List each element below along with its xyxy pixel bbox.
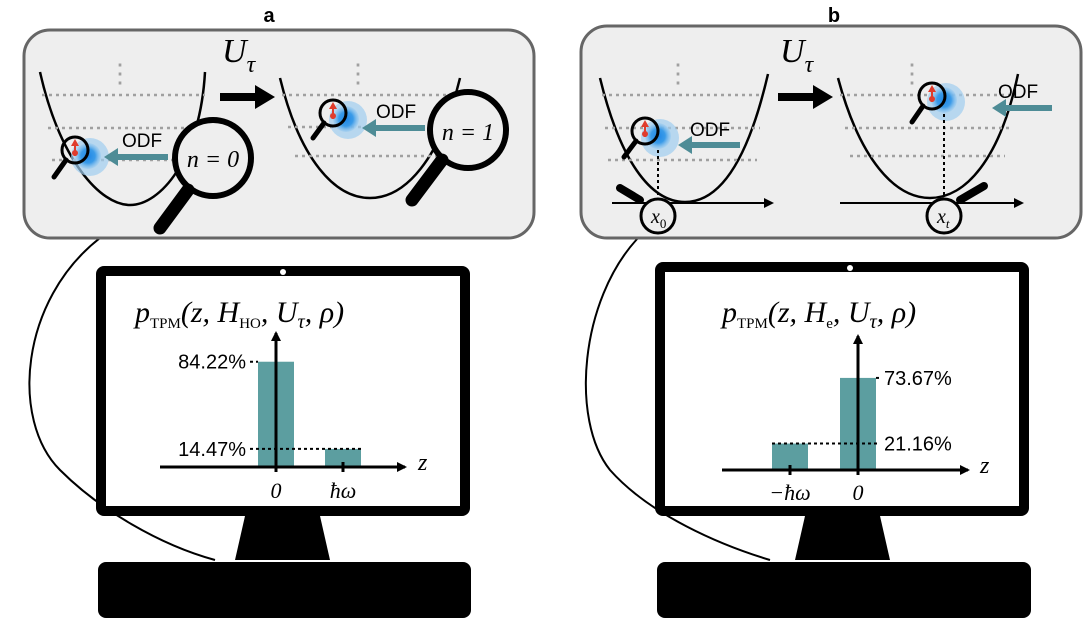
vertical-dots: ⋮ <box>665 58 691 88</box>
vertical-dots: ⋮ <box>107 58 133 88</box>
monitor-base <box>98 562 471 618</box>
bar-chart: z 21.16% −ħω 73.67% 0 <box>722 334 990 505</box>
bar <box>325 448 361 467</box>
tick-label: −ħω <box>769 480 810 505</box>
operator-label: Uτ <box>780 33 815 78</box>
quantum-number-label: n = 0 <box>187 147 239 173</box>
small-magnifier-icon <box>60 135 90 165</box>
monitor-stand <box>235 516 330 560</box>
panel-b: b ⋮ ODF x0 Uτ ⋮ <box>579 5 1083 618</box>
cable <box>28 237 216 561</box>
harmonic-potential-right <box>836 73 1020 200</box>
cable <box>584 237 771 561</box>
vertical-dots: ⋮ <box>899 58 925 88</box>
thought-bubble <box>579 24 1083 240</box>
tick-label: 0 <box>271 478 282 503</box>
operator-label: Uτ <box>222 33 257 78</box>
monitor-base <box>657 562 1031 618</box>
panel-label: a <box>263 5 275 27</box>
magnifier-icon <box>172 117 254 199</box>
detector-magnifier-icon <box>956 182 988 204</box>
panel-a: a ⋮ ODF n = 0 Uτ <box>22 5 536 618</box>
data-label: 14.47% <box>178 439 246 461</box>
small-magnifier-icon <box>630 116 660 146</box>
quantum-number-label: n = 1 <box>442 120 494 146</box>
magnifier-icon <box>427 89 509 171</box>
detector-magnifier-icon <box>616 184 644 204</box>
webcam-icon <box>847 265 853 271</box>
data-label: 21.16% <box>884 434 952 456</box>
data-label: 73.67% <box>884 368 952 390</box>
position-label: xt <box>936 206 950 231</box>
vertical-dots: ⋮ <box>345 58 371 88</box>
odf-label: ODF <box>376 102 416 123</box>
x-axis-label: z <box>979 453 990 479</box>
panel-label: b <box>828 5 840 27</box>
bar-chart: z 84.22% 0 14.47% ħω <box>160 331 428 503</box>
thought-bubble <box>22 28 536 240</box>
tick-label: ħω <box>330 478 357 503</box>
odf-label: ODF <box>998 82 1038 103</box>
odf-label: ODF <box>690 120 730 141</box>
webcam-icon <box>280 269 286 275</box>
distribution-title: pTPM(z, He, Uτ, ρ) <box>720 296 916 333</box>
x-axis-label: z <box>417 450 428 476</box>
small-magnifier-icon <box>917 81 947 111</box>
data-label: 84.22% <box>178 352 246 374</box>
position-label: x0 <box>650 206 666 231</box>
small-magnifier-icon <box>318 98 348 128</box>
monitor-stand <box>795 516 890 560</box>
odf-label: ODF <box>122 131 162 152</box>
tick-label: 0 <box>853 480 864 505</box>
distribution-title: pTPM(z, HHO, Uτ, ρ) <box>133 296 344 333</box>
